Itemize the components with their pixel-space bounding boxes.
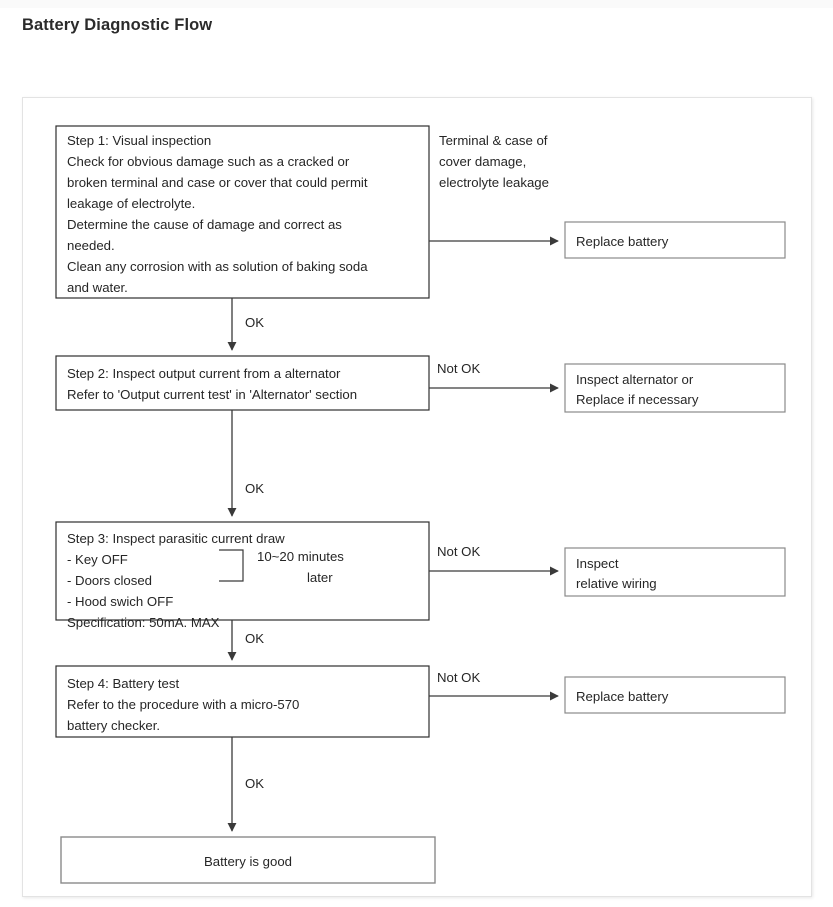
step4-box[interactable] (55, 665, 430, 738)
edge-label-ok-3: OK (245, 631, 264, 646)
edge-label-notok-3: Not OK (437, 544, 480, 559)
step2-box[interactable] (55, 355, 430, 411)
step1-note-line1: Terminal & case of (439, 133, 548, 148)
step1-line1: Step 1: Visual inspection (67, 133, 211, 148)
final-label: Battery is good (204, 854, 292, 869)
step2-line1: Step 2: Inspect output current from a al… (67, 366, 341, 381)
step1-line4: leakage of electrolyte. (67, 196, 195, 211)
result2-line2: Replace if necessary (576, 392, 699, 407)
result4-box[interactable] (564, 676, 786, 714)
edge-label-notok-4: Not OK (437, 670, 480, 685)
result2-line1: Inspect alternator or (576, 372, 694, 387)
step1-line6: needed. (67, 238, 115, 253)
step1-note-line3: electrolyte leakage (439, 175, 549, 190)
step3-line4: - Hood swich OFF (67, 594, 173, 609)
result3-line1: Inspect (576, 556, 619, 571)
diagram-card: Step 1: Visual inspection Check for obvi… (22, 97, 812, 897)
edge-label-ok-2: OK (245, 481, 264, 496)
step2-line2: Refer to 'Output current test' in 'Alter… (67, 387, 357, 402)
step1-line3: broken terminal and case or cover that c… (67, 175, 368, 190)
result4-label: Replace battery (576, 689, 669, 704)
top-accent-strip (0, 0, 833, 8)
result2-box[interactable] (564, 363, 786, 413)
step1-line8: and water. (67, 280, 128, 295)
step3-line3: - Doors closed (67, 573, 152, 588)
result3-box[interactable] (564, 547, 786, 597)
edge-label-ok-4: OK (245, 776, 264, 791)
edge-label-notok-2: Not OK (437, 361, 480, 376)
edge-label-ok-1: OK (245, 315, 264, 330)
step1-line7: Clean any corrosion with as solution of … (67, 259, 368, 274)
final-box[interactable] (60, 836, 436, 884)
step3-line1: Step 3: Inspect parasitic current draw (67, 531, 285, 546)
step1-note-line2: cover damage, (439, 154, 526, 169)
step3-annotation-line1: 10~20 minutes (257, 549, 344, 564)
step4-line2: Refer to the procedure with a micro-570 (67, 697, 299, 712)
page-title: Battery Diagnostic Flow (22, 16, 213, 34)
step4-line1: Step 4: Battery test (67, 676, 179, 691)
step1-box[interactable] (55, 125, 430, 299)
step1-line5: Determine the cause of damage and correc… (67, 217, 342, 232)
result3-line2: relative wiring (576, 576, 657, 591)
battery-diagnostic-flowchart: Step 1: Visual inspection Check for obvi… (55, 125, 786, 884)
step3-annotation-line2: later (307, 570, 333, 585)
result1-box[interactable] (564, 221, 786, 259)
result1-label: Replace battery (576, 234, 669, 249)
step4-line3: battery checker. (67, 718, 160, 733)
step1-line2: Check for obvious damage such as a crack… (67, 154, 350, 169)
step3-grouping-bracket (219, 549, 244, 582)
step3-line5: Specification: 50mA. MAX (67, 615, 220, 630)
step3-line2: - Key OFF (67, 552, 128, 567)
